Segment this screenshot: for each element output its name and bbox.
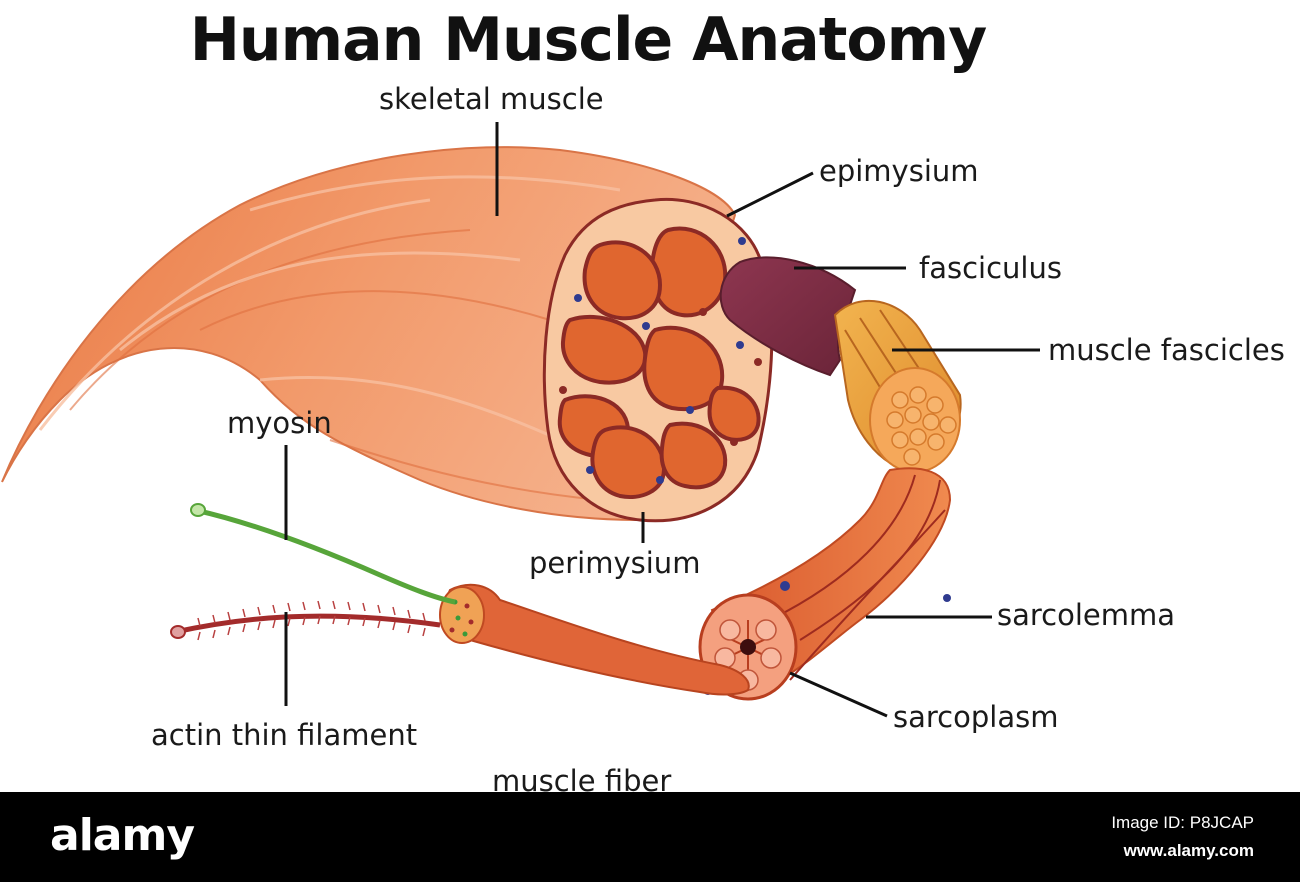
actin-filament bbox=[170, 600, 441, 641]
leader-sarcoplasm bbox=[789, 671, 888, 718]
label-perimysium: perimysium bbox=[529, 546, 701, 580]
label-fasciculus: fasciculus bbox=[919, 251, 1062, 285]
muscle-illustration bbox=[1, 122, 1040, 718]
cross-section bbox=[542, 197, 774, 523]
watermark-footer: alamy Image ID: P8JCAP www.alamy.com bbox=[0, 792, 1300, 882]
fasciculus-sheath bbox=[719, 256, 857, 377]
label-actin-thin-filament: actin thin filament bbox=[151, 718, 418, 752]
site-url: www.alamy.com bbox=[1123, 841, 1254, 860]
leader-lines bbox=[284, 122, 1040, 718]
page-title: Human Muscle Anatomy bbox=[189, 5, 988, 75]
label-epimysium: epimysium bbox=[819, 154, 979, 188]
myosin-filament bbox=[190, 503, 456, 605]
label-muscle-fascicles: muscle fascicles bbox=[1048, 333, 1285, 367]
label-skeletal-muscle: skeletal muscle bbox=[379, 82, 604, 116]
myofibril bbox=[439, 583, 750, 696]
label-myosin: myosin bbox=[227, 406, 332, 440]
label-sarcolemma: sarcolemma bbox=[997, 598, 1176, 632]
image-id: Image ID: P8JCAP bbox=[1111, 813, 1254, 832]
label-sarcoplasm: sarcoplasm bbox=[893, 700, 1059, 734]
leader-epimysium bbox=[726, 171, 814, 218]
muscle-fascicles-bundle bbox=[833, 299, 962, 473]
brand-logo: alamy bbox=[50, 810, 195, 861]
single-muscle-fiber bbox=[698, 467, 952, 701]
